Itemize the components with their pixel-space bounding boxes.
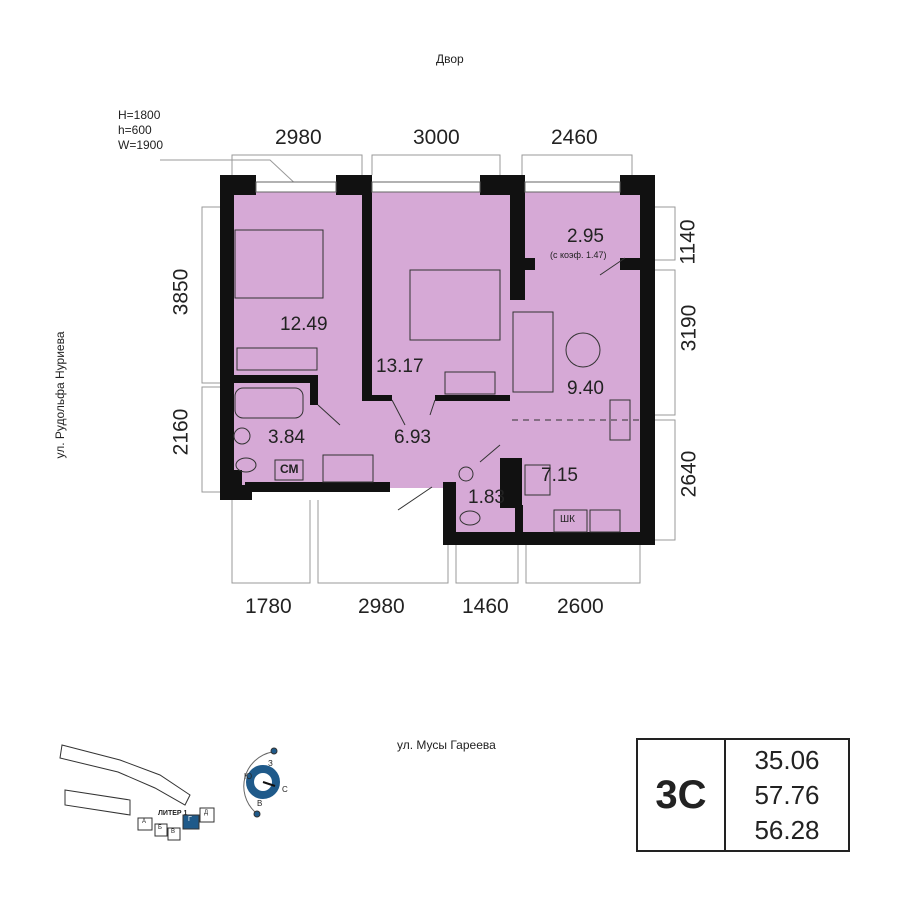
section-b-label: Б (158, 825, 162, 831)
section-a (137, 817, 153, 831)
wardrobe-2 (444, 371, 496, 395)
dim-bottom-4: 2600 (557, 595, 604, 618)
bed-1 (234, 229, 324, 299)
room-area-bedroom1: 12.49 (280, 314, 328, 335)
building-row-2 (64, 789, 131, 816)
stove-icon (589, 509, 621, 533)
apartment-floor (226, 185, 650, 540)
table-icon (565, 332, 601, 368)
wardrobe-hall (322, 454, 374, 483)
bathtub-icon (234, 387, 304, 419)
building-row-1 (59, 744, 191, 806)
dining-table-icon (609, 399, 631, 441)
cabinet-label: ШК (560, 514, 575, 525)
compass-n: З (268, 759, 273, 768)
yard-label: Двор (436, 52, 464, 66)
section-g-label: Г (188, 816, 192, 823)
section-v (167, 827, 181, 841)
walls (220, 175, 655, 545)
dim-bottom-3: 1460 (462, 595, 509, 618)
cabinet-icon (553, 509, 588, 533)
area-with-coef: 56.28 (754, 814, 820, 845)
sink-icon (233, 427, 251, 445)
compass-w: Ю (244, 772, 253, 781)
sun-icon (253, 810, 261, 818)
section-b (154, 823, 168, 837)
dim-top-2: 3000 (413, 126, 460, 149)
bed-2 (409, 269, 501, 341)
apartment-summary: 3С 35.06 57.76 56.28 (636, 738, 850, 852)
wc-toilet-icon (459, 510, 481, 526)
apartment-type: 3С (638, 740, 726, 850)
section-d (199, 807, 215, 823)
living-area: 35.06 (754, 744, 820, 775)
furniture (233, 229, 640, 533)
kitchen-sink-icon (524, 464, 551, 496)
street-bottom-label: ул. Мусы Гареева (397, 738, 496, 752)
loggia-coef-note: (с коэф. 1.47) (550, 250, 607, 260)
washer-label: СМ (280, 462, 299, 476)
window-width: W=1900 (118, 138, 164, 152)
toilet-icon (235, 457, 257, 473)
compass-icon (246, 765, 280, 799)
sofa-icon (512, 311, 554, 393)
dim-bottom-2: 2980 (358, 595, 405, 618)
compass-s: В (257, 799, 263, 808)
room-area-wc: 1.83 (468, 487, 505, 508)
dim-bottom-1: 1780 (245, 595, 292, 618)
wardrobe-1 (236, 347, 318, 371)
section-g (182, 814, 200, 830)
room-area-kitchen: 7.15 (541, 465, 578, 486)
compass-e: С (282, 785, 288, 794)
wc-sink-icon (458, 466, 474, 482)
room-area-bathroom: 3.84 (268, 427, 305, 448)
total-area: 57.76 (754, 779, 820, 810)
liter-label: ЛИТЕР 1 (158, 810, 188, 817)
dimension-lines (160, 154, 676, 584)
window-height: H=1800 (118, 108, 161, 122)
section-d-label: Д (204, 810, 209, 816)
section-a-label: А (142, 819, 147, 825)
sun-icon (270, 747, 278, 755)
room-area-bedroom2: 13.17 (376, 356, 424, 377)
sill-height: h=600 (118, 123, 152, 137)
dim-top-1: 2980 (275, 126, 322, 149)
washer-icon (274, 459, 304, 481)
room-area-living: 9.40 (567, 378, 604, 399)
window-spec: H=1800 h=600 W=1900 (118, 108, 163, 153)
room-area-hall: 6.93 (394, 427, 431, 448)
windows (255, 181, 621, 193)
section-v-label: В (171, 829, 176, 835)
dim-top-3: 2460 (551, 126, 598, 149)
room-area-loggia: 2.95 (567, 226, 604, 247)
